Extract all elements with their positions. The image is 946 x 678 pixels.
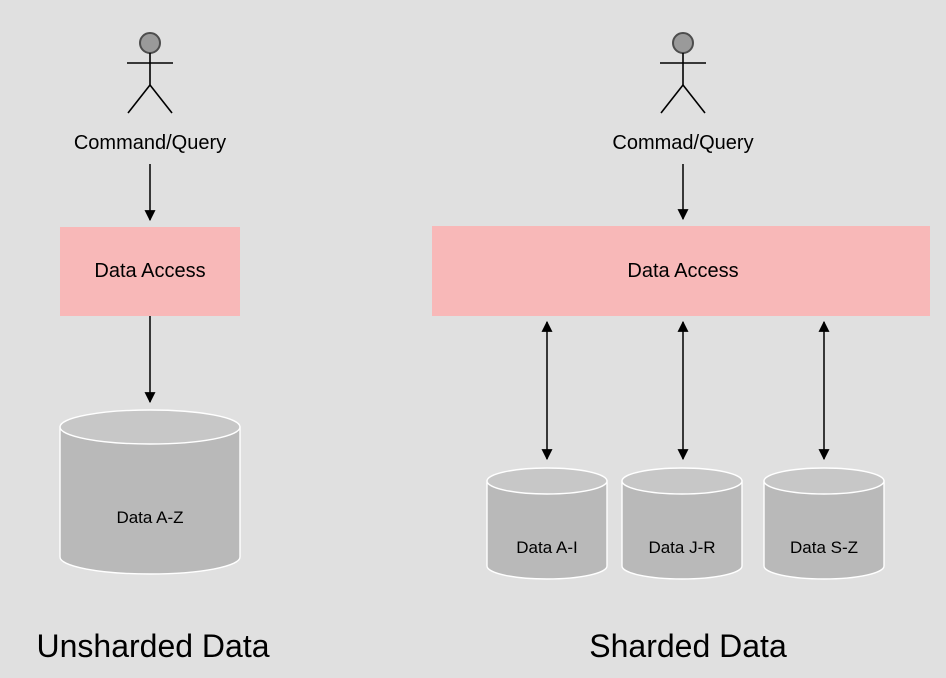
shard-cylinder-2: Data J-R bbox=[621, 467, 743, 580]
actor-head bbox=[139, 32, 161, 54]
actor-icon bbox=[660, 32, 706, 114]
data-access-label: Data Access bbox=[627, 260, 738, 282]
cylinder-body bbox=[59, 426, 241, 575]
database-label: Data A-Z bbox=[116, 508, 183, 527]
shard-label: Data A-I bbox=[516, 538, 577, 557]
actor-leg-left bbox=[660, 84, 684, 114]
cylinder-body bbox=[763, 480, 885, 580]
shard-label: Data J-R bbox=[648, 538, 715, 557]
cylinder-top bbox=[763, 467, 885, 495]
actor-leg-left bbox=[127, 84, 151, 114]
data-access-label: Data Access bbox=[94, 260, 205, 282]
sharded-panel: Commad/Query Data Access Data A-I Data J… bbox=[432, 32, 930, 664]
database-cylinder: Data A-Z bbox=[59, 409, 241, 575]
actor-leg-right bbox=[682, 84, 706, 114]
command-query-label: Commad/Query bbox=[612, 132, 753, 154]
sharded-title: Sharded Data bbox=[589, 628, 787, 664]
shard-cylinder-3: Data S-Z bbox=[763, 467, 885, 580]
unsharded-panel: Command/Query Data Access Data A-Z Unsha… bbox=[36, 32, 270, 664]
cylinder-top bbox=[59, 409, 241, 445]
data-access-box bbox=[60, 227, 240, 316]
cylinder-body bbox=[621, 480, 743, 580]
cylinder-top bbox=[486, 467, 608, 495]
cylinder-body bbox=[486, 480, 608, 580]
shard-cylinder-1: Data A-I bbox=[486, 467, 608, 580]
cylinder-top bbox=[621, 467, 743, 495]
actor-icon bbox=[127, 32, 173, 114]
data-access-box bbox=[432, 226, 930, 316]
command-query-label: Command/Query bbox=[74, 132, 226, 154]
actor-head bbox=[672, 32, 694, 54]
shard-label: Data S-Z bbox=[790, 538, 858, 557]
unsharded-title: Unsharded Data bbox=[36, 628, 269, 664]
actor-leg-right bbox=[149, 84, 173, 114]
